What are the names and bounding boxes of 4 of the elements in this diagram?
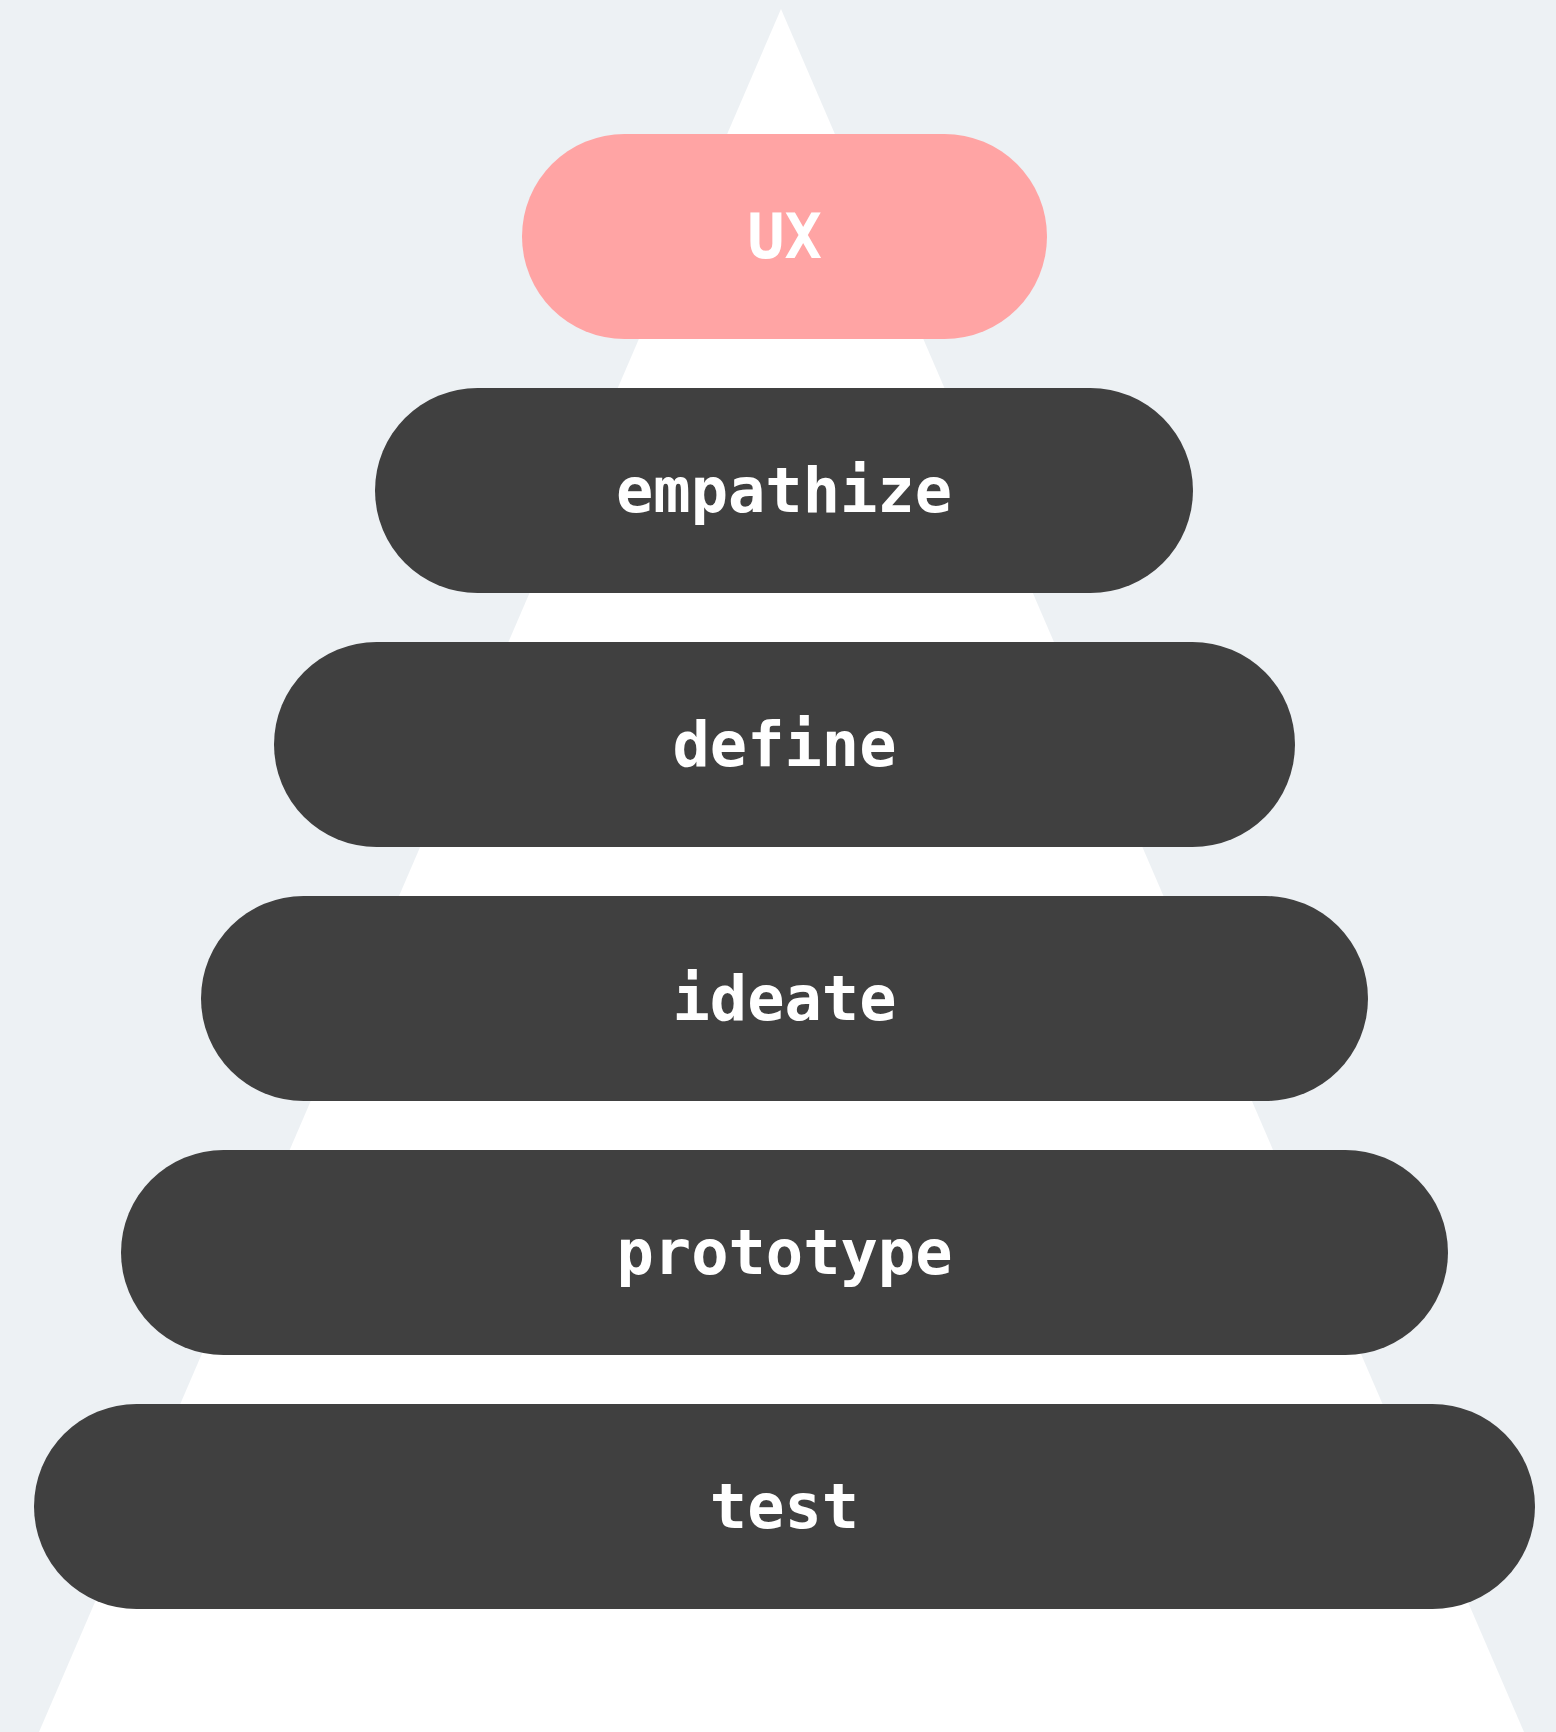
stage-label: define [672,713,897,776]
stage-label: ideate [672,967,897,1030]
stage-label: test [709,1475,860,1538]
stage-label: UX [747,205,822,268]
